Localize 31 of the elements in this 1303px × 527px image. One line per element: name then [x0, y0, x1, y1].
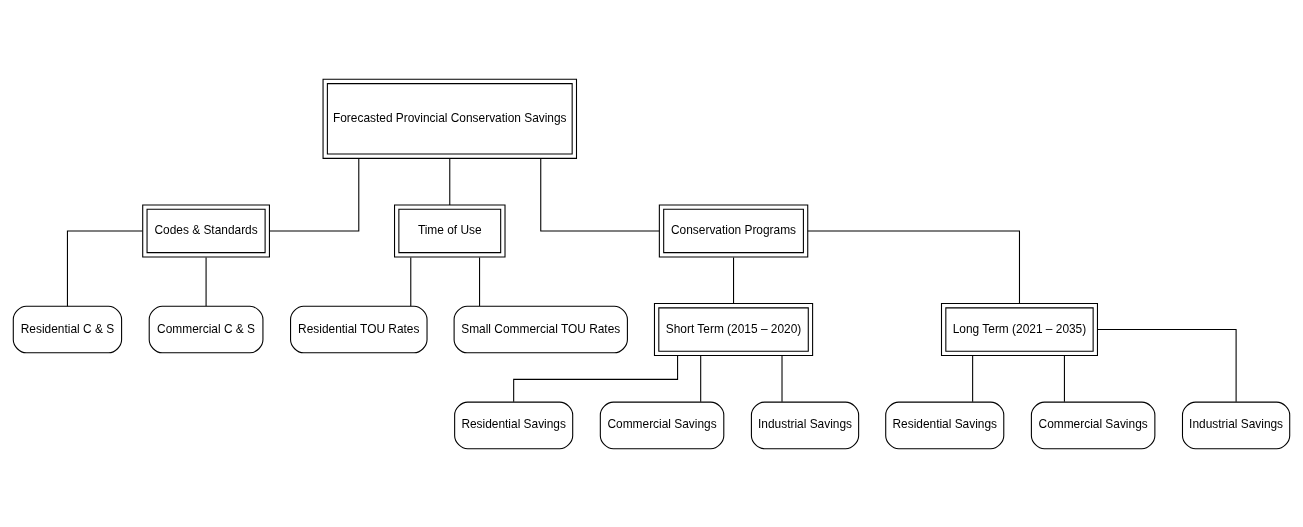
- node-box: Time of Use: [394, 203, 506, 257]
- connector: [268, 157, 360, 231]
- node-box: Forecasted Provincial Conservation Savings: [322, 78, 578, 159]
- connector: [540, 157, 660, 231]
- connector: [807, 229, 1020, 304]
- node-box: Residential C & S: [12, 305, 123, 353]
- node-box: Short Term (2015 – 2020): [653, 302, 814, 356]
- connector: [700, 354, 702, 402]
- connector: [205, 256, 207, 307]
- node-box: Industrial Savings: [750, 401, 860, 449]
- connector: [410, 256, 412, 307]
- connector: [1063, 354, 1065, 402]
- connector: [972, 354, 974, 402]
- connector: [513, 354, 679, 402]
- node-box: Industrial Savings: [1181, 401, 1291, 449]
- node-box: Commercial Savings: [599, 401, 725, 449]
- node-box: Long Term (2021 – 2035): [940, 302, 1098, 356]
- node-box: Commercial Savings: [1030, 401, 1156, 449]
- connector: [479, 256, 481, 307]
- node-box: Small Commercial TOU Rates: [453, 305, 628, 353]
- node-box: Residential Savings: [454, 401, 574, 449]
- connector: [1097, 328, 1237, 402]
- node-box: Conservation Programs: [658, 203, 809, 257]
- node-box: Residential Savings: [885, 401, 1005, 449]
- connector: [733, 256, 735, 304]
- connector: [66, 229, 143, 307]
- node-box: Codes & Standards: [142, 203, 270, 257]
- connector: [781, 354, 783, 402]
- node-box: Commercial C & S: [148, 305, 264, 353]
- node-box: Residential TOU Rates: [290, 305, 428, 353]
- connector: [449, 157, 451, 205]
